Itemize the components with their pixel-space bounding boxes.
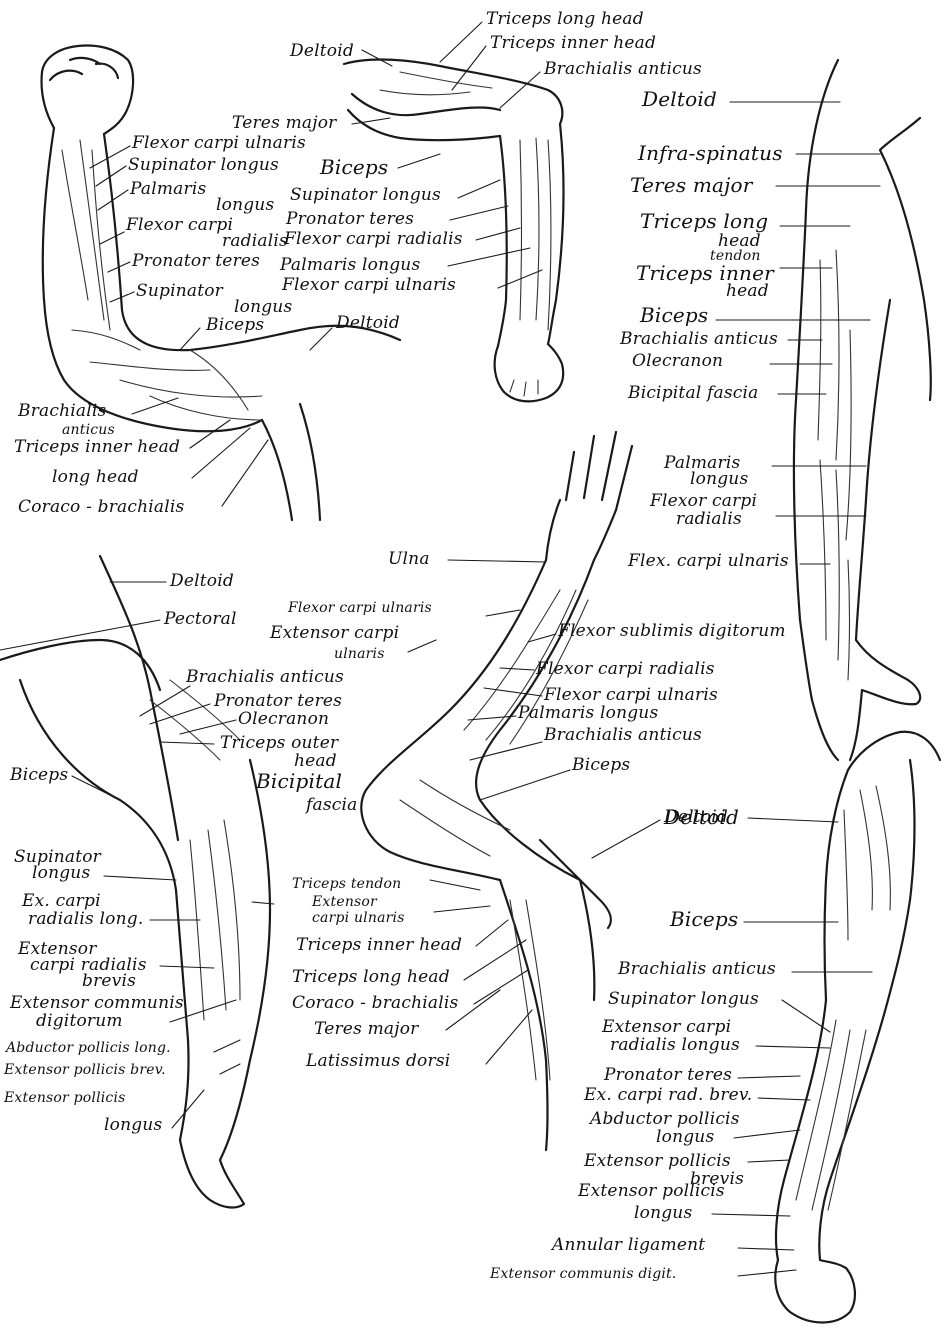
label-biceps: Biceps: [10, 768, 68, 783]
label-triceps-inner-head: Triceps inner head: [490, 36, 656, 51]
label-triceps-outer: Triceps outer: [220, 736, 338, 751]
label-extensor-communis: Extensor communis: [10, 996, 184, 1011]
label-latissimus-dorsi: Latissimus dorsi: [306, 1054, 450, 1069]
label-extensor-pollicis-longus: longus: [104, 1118, 162, 1133]
label-flexor-carpi-ulnaris-2: Flexor carpi ulnaris: [544, 688, 718, 703]
label-deltoid: Deltoid: [336, 316, 400, 331]
label-biceps: Biceps: [670, 910, 738, 928]
label-brachialis-anticus: Brachialis anticus: [618, 962, 776, 977]
label-extensor-pollicis: Extensor pollicis: [4, 1092, 126, 1105]
extended-arm-figure: [361, 432, 632, 1150]
label-extensor-pollicis: Extensor pollicis: [584, 1154, 731, 1169]
label-extensor-carpi-radialis-longus: radialis longus: [610, 1038, 740, 1053]
label-coraco-brachialis: Coraco - brachialis: [18, 500, 184, 515]
label-ex-carpi: Ex. carpi: [22, 894, 101, 909]
label-flexor-carpi-ulnaris: Flexor carpi ulnaris: [132, 136, 306, 151]
label-extensor-carpi-ulnaris: ulnaris: [334, 648, 385, 661]
label-biceps: Biceps: [572, 758, 630, 773]
label-coraco-brachialis: Coraco - brachialis: [292, 996, 458, 1011]
label-palmaris-longus: Palmaris longus: [280, 258, 420, 273]
label-triceps-inner-head: Triceps inner head: [14, 440, 180, 455]
label-brachialis: Brachialis: [18, 404, 106, 419]
label-pronator-teres: Pronator teres: [132, 254, 260, 269]
label-bicipital: Bicipital: [256, 772, 342, 790]
label-teres-major: Teres major: [630, 176, 753, 194]
label-brachialis-anticus: Brachialis anticus: [544, 62, 702, 77]
label-ex-carpi-radialis-long: radialis long.: [28, 912, 143, 927]
label-bicipital-fascia: fascia: [306, 798, 357, 813]
label-pectoral: Pectoral: [164, 612, 237, 627]
label-triceps-long: Triceps long: [640, 212, 768, 230]
label-triceps-tendon: Triceps tendon: [292, 878, 401, 891]
label-biceps: Biceps: [320, 158, 388, 176]
label-brachialis-anticus: Brachialis anticus: [544, 728, 702, 743]
label-biceps: Biceps: [640, 306, 708, 324]
label-flex-carpi-ulnaris: Flex. carpi ulnaris: [628, 554, 789, 569]
label-triceps-long-head: head: [718, 234, 761, 249]
label-bicipital-fascia: Bicipital fascia: [628, 386, 758, 401]
label-deltoid: Deltoid: [664, 808, 739, 826]
label-olecranon: Olecranon: [238, 712, 329, 727]
label-biceps: Biceps: [206, 318, 264, 333]
label-flexor-carpi: Flexor carpi: [126, 218, 233, 233]
label-triceps-outer-head: head: [294, 754, 337, 769]
label-teres-major: Teres major: [314, 1022, 418, 1037]
label-extensor-carpi: Extensor carpi: [602, 1020, 731, 1035]
label-triceps-long-head: Triceps long head: [486, 12, 644, 27]
label-pronator-teres: Pronator teres: [604, 1068, 732, 1083]
label-long-head: long head: [52, 470, 139, 485]
label-deltoid: Deltoid: [170, 574, 234, 589]
label-brachialis-anticus: Brachialis anticus: [620, 332, 778, 347]
label-triceps-inner: Triceps inner: [636, 264, 774, 282]
label-palmaris-longus: Palmaris longus: [518, 706, 658, 721]
label-extensor-communis-digitorum: digitorum: [36, 1014, 123, 1029]
label-abductor-pollicis: Abductor pollicis: [590, 1112, 740, 1127]
label-pronator-teres: Pronator teres: [286, 212, 414, 227]
label-abductor-pollicis-long: Abductor pollicis long.: [6, 1042, 171, 1055]
label-annular-ligament: Annular ligament: [552, 1238, 705, 1253]
label-triceps-inner-head: head: [726, 284, 769, 299]
label-brachialis-anticus: anticus: [62, 424, 115, 437]
hanging-arm-figure: [794, 60, 931, 760]
label-flexor-carpi-radialis: Flexor carpi radialis: [284, 232, 463, 247]
label-flexor-carpi-ulnaris: Flexor carpi ulnaris: [282, 278, 456, 293]
label-extensor-carpi-ulnaris-2: carpi ulnaris: [312, 912, 405, 925]
label-flexor-carpi-radialis: radialis: [676, 512, 742, 527]
label-triceps-long-head: Triceps long head: [292, 970, 450, 985]
label-pronator-teres: Pronator teres: [214, 694, 342, 709]
label-supinator-longus: Supinator longus: [290, 188, 441, 203]
label-flexor-carpi: Flexor carpi: [650, 494, 757, 509]
label-supinator-longus: longus: [32, 866, 90, 881]
label-deltoid: Deltoid: [642, 90, 717, 108]
label-triceps-inner-head: Triceps inner head: [296, 938, 462, 953]
label-extensor-communis-digit: Extensor communis digit.: [490, 1268, 677, 1281]
label-extensor-pollicis-brev: Extensor pollicis brev.: [4, 1064, 166, 1077]
label-deltoid: Deltoid: [290, 44, 354, 59]
label-flexor-sublimis-digitorum: Flexor sublimis digitorum: [558, 624, 786, 639]
label-brachialis-anticus: Brachialis anticus: [186, 670, 344, 685]
label-extensor-pollicis-longus: longus: [634, 1206, 692, 1221]
label-extensor-pollicis-2: Extensor pollicis: [578, 1184, 725, 1199]
label-flexor-carpi-radialis: Flexor carpi radialis: [536, 662, 715, 677]
label-abductor-pollicis-longus: longus: [656, 1130, 714, 1145]
label-supinator-longus-2: longus: [234, 300, 292, 315]
label-extensor-carpi: Extensor carpi: [270, 626, 399, 641]
label-teres-major: Teres major: [232, 116, 336, 131]
label-palmaris-longus: longus: [216, 198, 274, 213]
label-palmaris: Palmaris: [130, 182, 206, 197]
label-ex-carpi-rad-brev: Ex. carpi rad. brev.: [584, 1088, 752, 1103]
label-infra-spinatus: Infra-spinatus: [638, 144, 783, 162]
label-palmaris-longus: longus: [690, 472, 748, 487]
label-supinator-longus: Supinator longus: [608, 992, 759, 1007]
label-flexor-carpi-ulnaris: Flexor carpi ulnaris: [288, 602, 432, 615]
label-extensor: Extensor: [312, 896, 377, 909]
label-olecranon: Olecranon: [632, 354, 723, 369]
label-supinator: Supinator: [136, 284, 223, 299]
label-ulna: Ulna: [388, 552, 430, 567]
label-extensor-carpi-radialis-brevis: brevis: [82, 974, 136, 989]
label-supinator-longus: Supinator longus: [128, 158, 279, 173]
label-flexor-carpi-radialis: radialis: [222, 234, 288, 249]
